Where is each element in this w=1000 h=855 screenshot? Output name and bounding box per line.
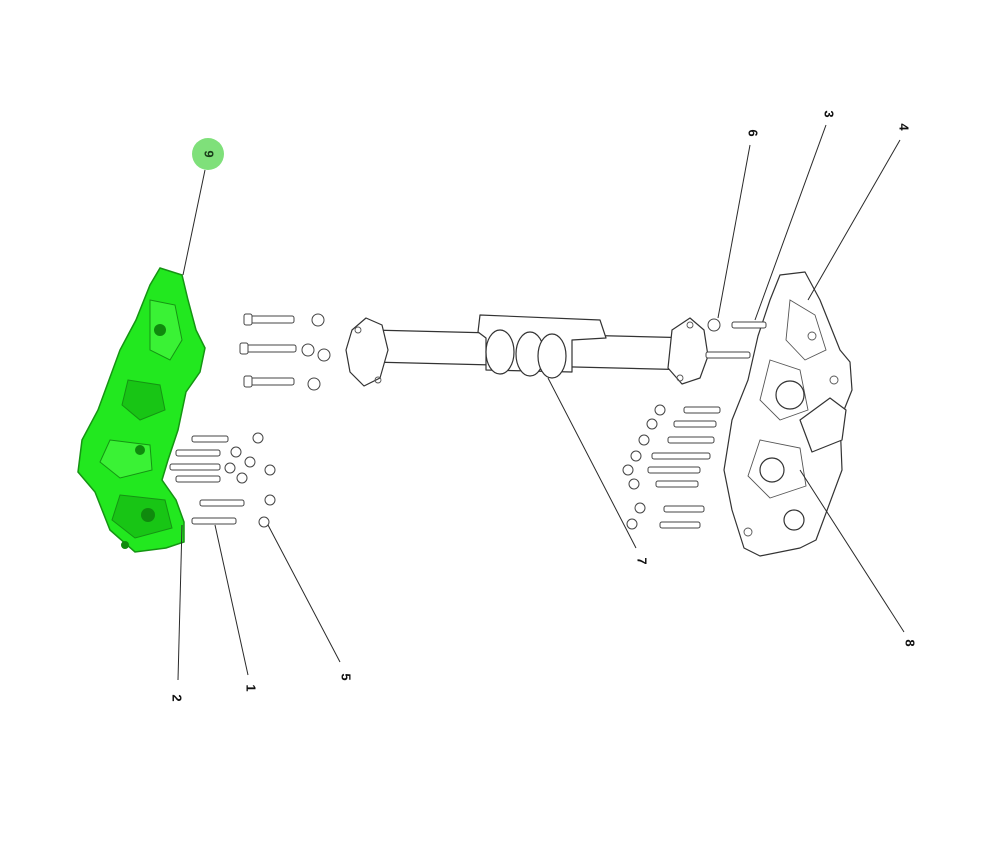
leader-line-3: [754, 124, 827, 321]
left-bolt-group: [169, 313, 331, 528]
callout-5-label: 5: [339, 673, 354, 680]
callout-4-label: 4: [897, 123, 912, 131]
callout-9-label: 9: [202, 150, 217, 157]
leader-line-5: [267, 524, 341, 663]
highlighted-bracket-part[interactable]: [77, 267, 206, 553]
central-tube-part[interactable]: [345, 314, 709, 387]
callout-2-label: 2: [170, 694, 185, 701]
leader-line-4: [807, 139, 901, 301]
leader-line-2: [177, 524, 183, 681]
callout-7-label: 7: [635, 557, 650, 564]
leader-line-7: [547, 377, 637, 549]
callout-3-label: 3: [822, 110, 837, 117]
callout-1-label: 1: [244, 684, 259, 691]
right-housing-part[interactable]: [723, 271, 853, 557]
leader-line-9: [182, 169, 206, 276]
callout-6-label: 6: [746, 129, 761, 136]
leader-line-1: [214, 524, 249, 676]
callout-8-label: 8: [903, 639, 918, 646]
callout-9-circle[interactable]: [192, 138, 224, 170]
leader-line-6: [717, 144, 751, 319]
right-bolt-group: [622, 318, 767, 530]
leader-line-8: [799, 469, 905, 633]
